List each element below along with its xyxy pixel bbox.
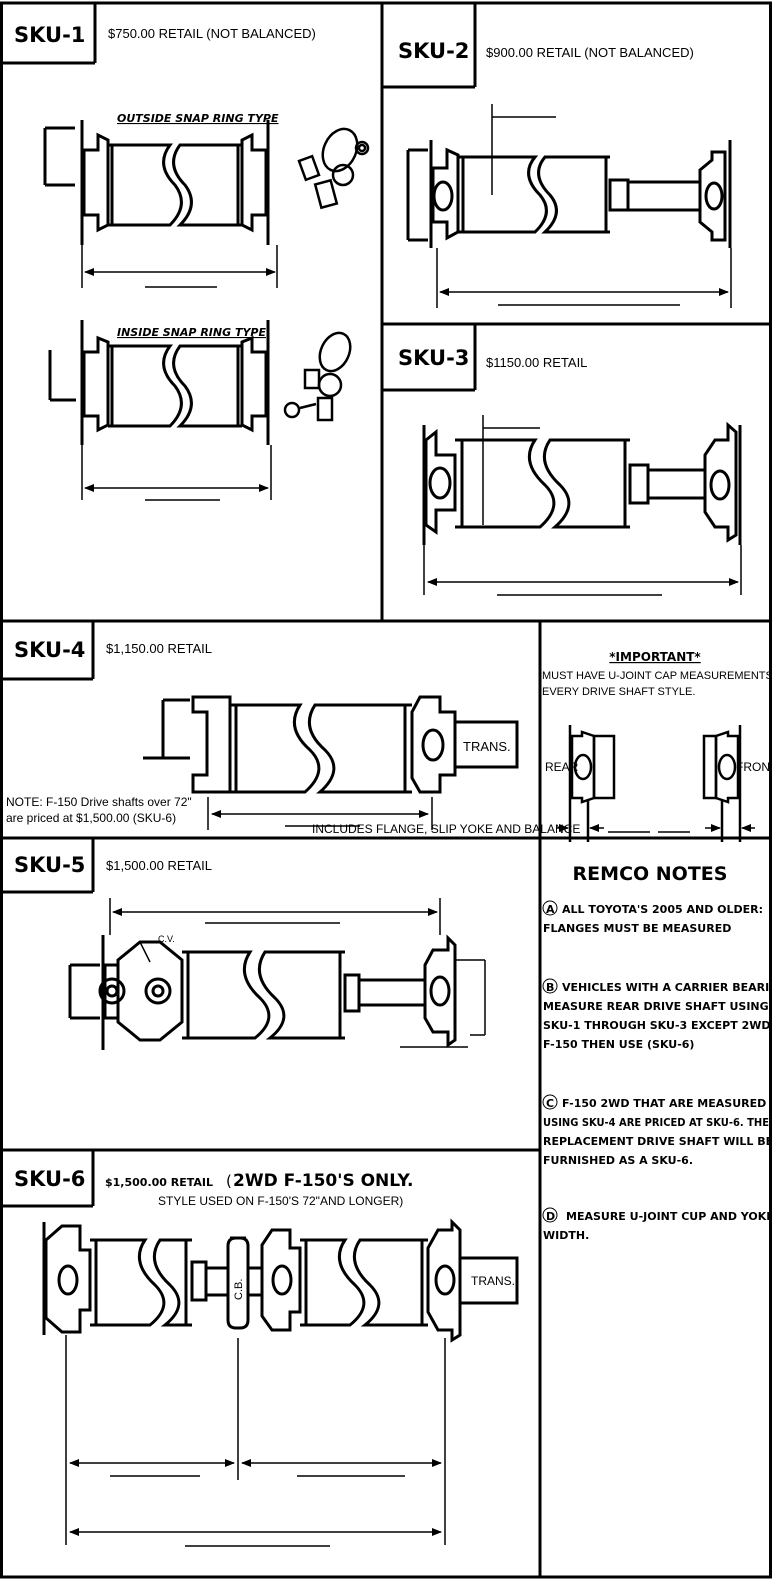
sku1-inside-length-dim (81, 445, 272, 501)
remco-note-c-letter: C (546, 1097, 554, 1110)
sku6-length-dims (65, 1335, 446, 1547)
sku1-inside-type: INSIDE SNAP RING TYPE (117, 326, 266, 339)
sku6-shaft-drawing (42, 1218, 519, 1343)
sku2-shaft-drawing (406, 140, 732, 248)
sku6-trans-label: TRANS. (471, 1274, 515, 1288)
sku2-length-dim (436, 104, 732, 308)
remco-note-a-letter: A (546, 903, 555, 916)
cap-measure-dim (556, 824, 755, 833)
sku5-price: $1,500.00 RETAIL (106, 858, 212, 873)
remco-note-c-line3: REPLACEMENT DRIVE SHAFT WILL BE (543, 1135, 772, 1148)
remco-note-d-line2: WIDTH. (543, 1229, 589, 1242)
remco-note-b: B VEHICLES WITH A CARRIER BEARING: MEASU… (542, 978, 772, 1051)
sku1-price: $750.00 RETAIL (NOT BALANCED) (108, 26, 316, 41)
sku1-outside-length-dim (81, 245, 278, 288)
sku4-label: SKU-4 (14, 638, 85, 662)
sku1-outside-type: OUTSIDE SNAP RING TYPE (117, 112, 279, 125)
sku5-panel: SKU-5 $1,500.00 RETAIL C.V. (14, 853, 486, 1050)
sku1-outside-ujoint-icon (297, 127, 370, 210)
sku5-length-dim (109, 898, 486, 1048)
sku3-shaft-drawing (422, 421, 742, 545)
remco-note-d: D MEASURE U-JOINT CUP AND YOKE WIDTH. (542, 1207, 772, 1242)
sku6-paren: ( (226, 1172, 232, 1190)
remco-note-d-letter: D (546, 1210, 555, 1223)
front-label: FRONT (736, 760, 772, 774)
sku5-cv-label: C.V. (158, 934, 175, 944)
sku5-label: SKU-5 (14, 853, 85, 877)
sku4-note-line1: NOTE: F-150 Drive shafts over 72" (6, 795, 192, 809)
sku3-price: $1150.00 RETAIL (486, 355, 587, 370)
sku6-label: SKU-6 (14, 1167, 85, 1191)
important-title: *IMPORTANT* (609, 650, 701, 664)
sku5-shaft-drawing (68, 934, 457, 1050)
front-ujoint-drawing (702, 725, 742, 842)
sku6-big-label: 2WD F-150'S ONLY. (233, 1171, 413, 1191)
remco-note-a-line1: ALL TOYOTA'S 2005 AND OLDER: (562, 903, 763, 916)
sku1-inside-ujoint-icon (283, 331, 352, 422)
rear-label: REAR (545, 760, 579, 774)
sku4-includes: INCLUDES FLANGE, SLIP YOKE AND BALANCE (312, 822, 580, 836)
remco-note-b-line3: SKU-1 THROUGH SKU-3 EXCEPT 2WD (543, 1019, 771, 1032)
sku2-price: $900.00 RETAIL (NOT BALANCED) (486, 45, 694, 60)
sku3-length-dim (423, 415, 742, 596)
sku1-inside-shaft-drawing (48, 320, 270, 445)
remco-note-b-line4: F-150 THEN USE (SKU-6) (543, 1038, 694, 1051)
sku1-outside-shaft-drawing (43, 120, 270, 245)
important-line2: EVERY DRIVE SHAFT STYLE. (542, 686, 695, 698)
remco-note-b-line2: MEASURE REAR DRIVE SHAFT USING (543, 1000, 769, 1013)
remco-note-b-line1: VEHICLES WITH A CARRIER BEARING: (562, 981, 772, 994)
remco-note-a-line2: FLANGES MUST BE MEASURED (543, 922, 731, 935)
sku6-panel: SKU-6 $1,500.00 RETAIL ( 2WD F-150'S ONL… (14, 1167, 519, 1547)
sku6-price: $1,500.00 RETAIL (105, 1176, 213, 1189)
sku6-style-note: STYLE USED ON F-150'S 72"AND LONGER) (158, 1194, 403, 1208)
remco-note-b-letter: B (546, 981, 554, 994)
remco-note-c-line1: F-150 2WD THAT ARE MEASURED (562, 1097, 766, 1110)
important-line1: MUST HAVE U-JOINT CAP MEASUREMENTS FOR (542, 670, 772, 682)
sku3-panel: SKU-3 $1150.00 RETAIL (398, 346, 742, 596)
sku4-length-dim (207, 797, 433, 830)
sku2-panel: SKU-2 $900.00 RETAIL (NOT BALANCED) (398, 39, 732, 308)
sku1-label: SKU-1 (14, 23, 85, 47)
important-panel: *IMPORTANT* MUST HAVE U-JOINT CAP MEASUR… (542, 650, 772, 842)
sku4-panel: SKU-4 $1,150.00 RETAIL TRANS. NOTE: F-15… (6, 638, 580, 836)
remco-note-c-line2: USING SKU-4 ARE PRICED AT SKU-6. THE (543, 1116, 769, 1129)
rear-ujoint-drawing (568, 725, 616, 842)
sku1-panel: SKU-1 $750.00 RETAIL (NOT BALANCED) OUTS… (14, 23, 370, 501)
sku2-label: SKU-2 (398, 39, 469, 63)
sku3-label: SKU-3 (398, 346, 469, 370)
sku4-price: $1,150.00 RETAIL (106, 641, 212, 656)
remco-title: REMCO NOTES (573, 863, 728, 885)
remco-note-a: A ALL TOYOTA'S 2005 AND OLDER: FLANGES M… (542, 900, 763, 935)
remco-note-d-line1: MEASURE U-JOINT CUP AND YOKE (566, 1210, 772, 1223)
sku4-trans-label: TRANS. (463, 739, 511, 754)
sku4-shaft-drawing (143, 695, 519, 794)
remco-note-c: C F-150 2WD THAT ARE MEASURED USING SKU-… (542, 1094, 772, 1167)
sku4-note-line2: are priced at $1,500.00 (SKU-6) (6, 811, 176, 825)
remco-notes-panel: REMCO NOTES A ALL TOYOTA'S 2005 AND OLDE… (542, 863, 772, 1242)
remco-note-c-line4: FURNISHED AS A SKU-6. (543, 1154, 693, 1167)
sku6-cb-label: C.B. (233, 1279, 245, 1300)
